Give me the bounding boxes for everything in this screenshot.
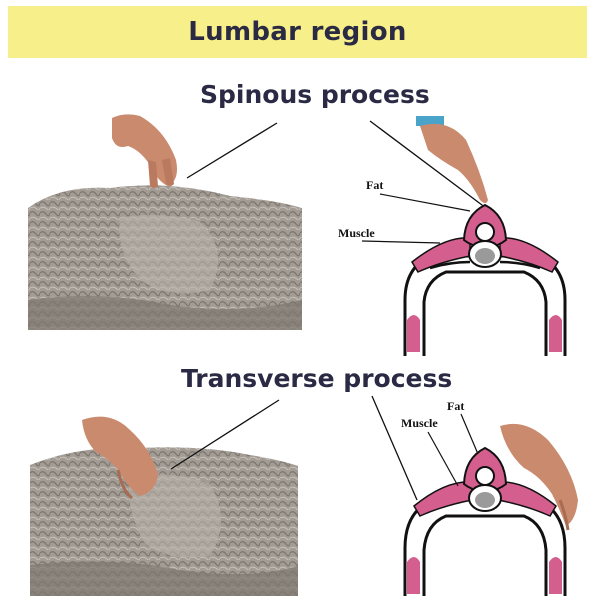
hand-icon-top bbox=[112, 114, 177, 188]
pointer-line-transverse-diagram bbox=[372, 396, 417, 500]
pointer-line-muscle-bottom bbox=[428, 432, 458, 486]
vertebra-diagram-top bbox=[405, 205, 565, 356]
label-fat-top: Fat bbox=[366, 178, 383, 192]
pointer-line-muscle-top bbox=[362, 241, 440, 243]
pointer-line-fat-top bbox=[380, 194, 470, 211]
fur-photo-top bbox=[28, 185, 302, 330]
pointer-line-fat-bottom bbox=[461, 414, 478, 454]
label-muscle-top: Muscle bbox=[338, 226, 375, 240]
hand-icon-bottom-right bbox=[500, 424, 578, 530]
label-muscle-bottom: Muscle bbox=[401, 416, 438, 430]
fur-photo-bottom bbox=[30, 447, 298, 596]
pointer-line-spinous-photo bbox=[187, 123, 277, 178]
hand-icon-top-right bbox=[416, 116, 488, 203]
label-fat-bottom: Fat bbox=[447, 399, 464, 413]
